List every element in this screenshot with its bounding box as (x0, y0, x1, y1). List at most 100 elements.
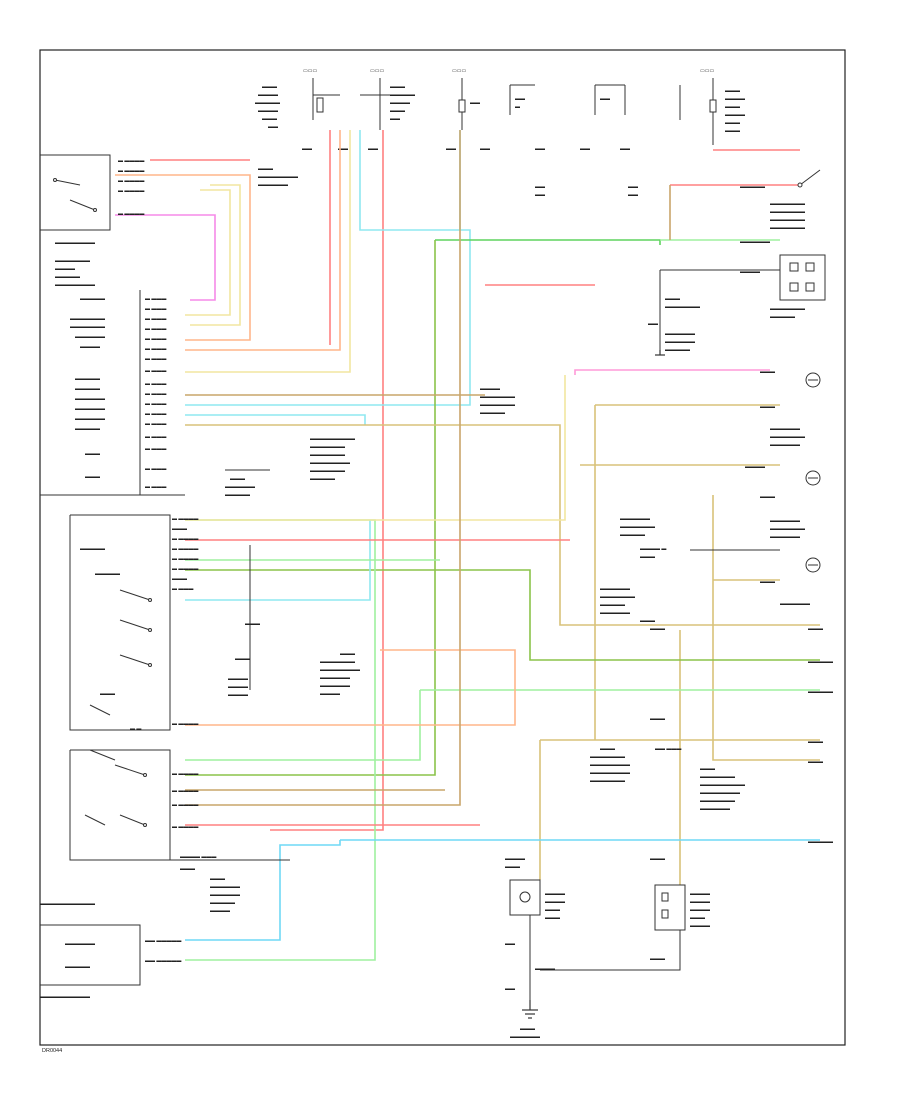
svg-text:▬▬▬▬▬▬▬▬▬▬▬: ▬▬▬▬▬▬▬▬▬▬▬ (40, 901, 95, 907)
svg-text:▬▬▬: ▬▬▬ (725, 128, 740, 134)
headlamp-switch: ▬▬▬▬▬▬▬▬ ▬ ▬▬▬▬ ▬ ▬▬▬▬ ▬ ▬▬▬▬ ▬ ▬▬▬▬ ▬ ▬… (40, 154, 144, 246)
svg-text:▬▬▬▬▬▬: ▬▬▬▬▬▬ (75, 396, 105, 402)
svg-text:▬▬: ▬▬ (580, 146, 590, 152)
svg-text:▬▬: ▬▬ (505, 941, 515, 947)
bottom-components: ▬▬▬▬ ▬▬▬▬ ▬▬▬ ▬▬▬ ▬▬▬▬ ▬▬▬▬ ▬▬▬▬ ▬▬▬ ▬▬▬… (505, 350, 710, 1040)
svg-text:▬▬▬▬▬▬: ▬▬▬▬▬▬ (665, 339, 695, 345)
svg-text:▬▬▬▬▬▬▬: ▬▬▬▬▬▬▬ (480, 402, 515, 408)
svg-text:▬▬▬▬▬▬: ▬▬▬▬▬▬ (780, 601, 810, 607)
svg-text:▬ ▬▬▬: ▬ ▬▬▬ (172, 586, 193, 592)
svg-text:▬▬: ▬▬ (390, 116, 400, 122)
svg-text:▬▬▬: ▬▬▬ (640, 618, 655, 624)
svg-text:▬▬▬▬: ▬▬▬▬ (545, 891, 565, 897)
svg-text:▬▬▬: ▬▬▬ (690, 915, 705, 921)
svg-text:▬▬▬▬▬: ▬▬▬▬▬ (75, 426, 100, 432)
svg-text:▬ ▬▬▬▬: ▬ ▬▬▬▬ (172, 721, 198, 727)
svg-text:▬▬▬: ▬▬▬ (100, 691, 115, 697)
svg-text:▬ ▬▬▬: ▬ ▬▬▬ (145, 434, 166, 440)
svg-text:▭▭▭: ▭▭▭ (452, 68, 466, 74)
svg-text:▬▬▬▬▬▬: ▬▬▬▬▬▬ (75, 406, 105, 412)
top-fuse-blocks: ▭▭▭ ▬▬▬ ▬▬▬▬ ▬▬▬▬▬ ▬▬▬▬ ▬▬▬ ▬▬ ▭▭▭ ▬▬▬ ▬… (255, 68, 745, 198)
svg-text:▬ ▬▬▬▬: ▬ ▬▬▬▬ (172, 771, 198, 777)
svg-text:▬▬▬▬: ▬▬▬▬ (690, 899, 710, 905)
svg-text:▬▬▬: ▬▬▬ (210, 876, 225, 882)
fuse-block-4: ▬▬ ▬ (509, 84, 535, 115)
svg-text:▬▬▬▬▬: ▬▬▬▬▬ (808, 659, 833, 665)
svg-text:▬▬▬▬▬▬▬▬: ▬▬▬▬▬▬▬▬ (320, 667, 360, 673)
svg-text:▬▬▬: ▬▬▬ (340, 651, 355, 657)
svg-text:▬▬▬▬▬▬▬▬: ▬▬▬▬▬▬▬▬ (590, 770, 630, 776)
svg-text:▬ ▬▬▬▬: ▬ ▬▬▬▬ (118, 178, 144, 184)
svg-text:▬▬▬: ▬▬▬ (230, 476, 245, 482)
svg-text:▬▬▬▬▬▬▬: ▬▬▬▬▬▬▬ (770, 225, 805, 231)
instrument-cluster: ▬▬▬▬▬▬▬▬▬▬▬ ▬▬▬▬▬▬ ▬▬▬▬▬ ▬▬ ▬▬▬▬▬ ▬▬ ▬▬▬… (40, 901, 181, 1000)
svg-text:▬▬▬▬▬▬▬: ▬▬▬▬▬▬▬ (770, 209, 805, 215)
right-components: ▬▬▬▬▬▬▬ ▬▬▬▬▬▬▬ ▬▬▬▬▬▬▬ ▬▬▬▬▬▬▬ ▬▬▬▬▬▬▬ … (590, 169, 833, 862)
ground-icon (655, 350, 665, 356)
svg-text:▬▬▬▬▬▬▬: ▬▬▬▬▬▬▬ (665, 304, 700, 310)
svg-text:▬▬▬: ▬▬▬ (725, 88, 740, 94)
svg-text:▬▬▬: ▬▬▬ (390, 108, 405, 114)
svg-text:▬▬▬▬: ▬▬▬▬ (740, 269, 760, 275)
svg-text:▬▬▬▬▬▬: ▬▬▬▬▬▬ (665, 331, 695, 337)
svg-text:▬▬: ▬▬ (515, 96, 525, 102)
svg-text:▬▬▬▬▬: ▬▬▬▬▬ (390, 92, 415, 98)
diagram-frame (39, 49, 846, 1046)
svg-text:▬▬ ▬▬▬: ▬▬ ▬▬▬ (655, 746, 681, 752)
svg-text:▬ ▬▬▬▬: ▬ ▬▬▬▬ (118, 168, 144, 174)
svg-text:▬: ▬ (515, 104, 520, 110)
svg-text:▬▬▬▬▬▬: ▬▬▬▬▬▬ (770, 518, 800, 524)
svg-text:▬ ▬▬▬: ▬ ▬▬▬ (145, 326, 166, 332)
svg-text:▬▬ ▬▬▬▬▬: ▬▬ ▬▬▬▬▬ (145, 938, 181, 944)
svg-text:▬▬▬▬▬▬▬: ▬▬▬▬▬▬▬ (70, 316, 105, 322)
svg-text:▬ ▬▬▬: ▬ ▬▬▬ (145, 446, 166, 452)
svg-text:▬▬▬▬▬▬▬: ▬▬▬▬▬▬▬ (700, 798, 735, 804)
svg-text:▬▬▬▬▬: ▬▬▬▬▬ (65, 964, 90, 970)
svg-text:▬▬▬▬▬: ▬▬▬▬▬ (770, 314, 795, 320)
svg-text:▬ ▬▬▬▬: ▬ ▬▬▬▬ (172, 546, 198, 552)
svg-text:▬▬▬▬▬▬▬: ▬▬▬▬▬▬▬ (480, 394, 515, 400)
svg-text:▬▬▬: ▬▬▬ (235, 656, 250, 662)
svg-text:▬▬▬▬▬▬▬▬: ▬▬▬▬▬▬▬▬ (258, 174, 298, 180)
svg-text:▬▬▬▬▬▬▬: ▬▬▬▬▬▬▬ (770, 526, 805, 532)
svg-text:▬▬▬: ▬▬▬ (545, 907, 560, 913)
svg-text:▬▬▬▬▬▬: ▬▬▬▬▬▬ (75, 334, 105, 340)
svg-text:▬▬▬▬: ▬▬▬▬ (228, 692, 248, 698)
svg-text:▬▬▬: ▬▬▬ (262, 84, 277, 90)
svg-text:▬▬▬: ▬▬▬ (808, 626, 823, 632)
svg-text:▬▬▬: ▬▬▬ (180, 866, 195, 872)
svg-text:▬▬: ▬▬ (480, 146, 490, 152)
svg-text:▬▬▬▬▬▬▬: ▬▬▬▬▬▬▬ (590, 754, 625, 760)
svg-text:▬▬▬: ▬▬▬ (760, 369, 775, 375)
svg-text:▬▬▬▬▬: ▬▬▬▬▬ (80, 296, 105, 302)
svg-text:▬▬▬▬▬▬▬▬▬▬: ▬▬▬▬▬▬▬▬▬▬ (40, 994, 90, 1000)
svg-text:▬▬▬▬: ▬▬▬▬ (210, 908, 230, 914)
svg-text:▬▬▬▬▬▬▬: ▬▬▬▬▬▬▬ (590, 778, 625, 784)
svg-text:▬▬▬▬▬▬: ▬▬▬▬▬▬ (770, 442, 800, 448)
svg-text:▬▬▬▬▬: ▬▬▬▬▬ (55, 274, 80, 280)
svg-text:▬▬▬: ▬▬▬ (390, 84, 405, 90)
svg-text:▬▬▬▬: ▬▬▬▬ (258, 108, 278, 114)
svg-text:▬▬▬▬: ▬▬▬▬ (258, 92, 278, 98)
svg-text:▬ ▬▬▬: ▬ ▬▬▬ (145, 316, 166, 322)
svg-text:▬▬▬▬: ▬▬▬▬ (320, 691, 340, 697)
svg-text:▬▬▬: ▬▬▬ (700, 766, 715, 772)
svg-text:▭▭▭: ▭▭▭ (303, 68, 317, 74)
svg-text:▬▬ ▬▬▬▬▬: ▬▬ ▬▬▬▬▬ (145, 958, 181, 964)
svg-text:▬▬: ▬▬ (628, 192, 638, 198)
svg-text:▬▬▬: ▬▬▬ (760, 404, 775, 410)
svg-text:▬▬▬▬▬▬▬: ▬▬▬▬▬▬▬ (310, 452, 345, 458)
svg-text:▬▬▬▬ ▬: ▬▬▬▬ ▬ (640, 546, 666, 552)
svg-text:▬▬▬: ▬▬▬ (650, 716, 665, 722)
svg-text:▬ ▬▬▬: ▬ ▬▬▬ (145, 306, 166, 312)
svg-text:▬▬▬▬: ▬▬▬▬ (228, 684, 248, 690)
svg-text:▬ ▬▬▬: ▬ ▬▬▬ (145, 296, 166, 302)
svg-text:▬▬▬▬▬▬: ▬▬▬▬▬▬ (700, 806, 730, 812)
svg-text:▬▬▬▬▬▬▬: ▬▬▬▬▬▬▬ (770, 306, 805, 312)
svg-text:▬▬▬▬▬▬: ▬▬▬▬▬▬ (75, 416, 105, 422)
svg-text:▬▬▬▬▬▬▬▬: ▬▬▬▬▬▬▬▬ (310, 460, 350, 466)
svg-text:▬▬▬: ▬▬▬ (640, 554, 655, 560)
svg-text:▬ ▬▬▬: ▬ ▬▬▬ (145, 356, 166, 362)
svg-text:▬▬▬: ▬▬▬ (650, 856, 665, 862)
